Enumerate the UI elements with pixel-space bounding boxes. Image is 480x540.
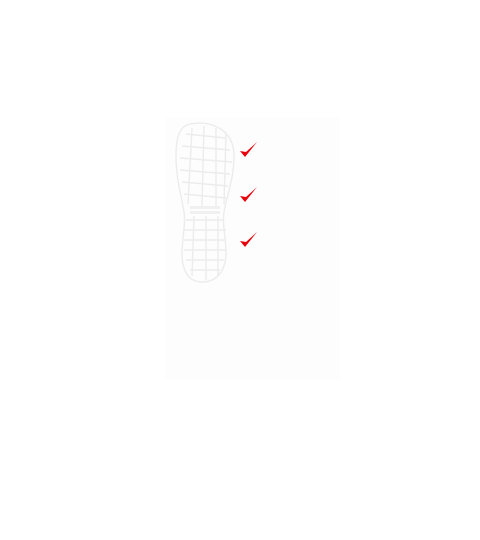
product-card [165, 118, 340, 380]
checklist-item [236, 183, 346, 228]
red-checkmark-icon [240, 142, 257, 157]
checklist-item [236, 138, 346, 183]
checklist-item [236, 228, 346, 273]
feature-checklist [236, 138, 346, 273]
red-checkmark-icon [240, 187, 257, 202]
shoe-sole-print-icon [175, 122, 235, 283]
red-checkmark-icon [240, 232, 257, 247]
